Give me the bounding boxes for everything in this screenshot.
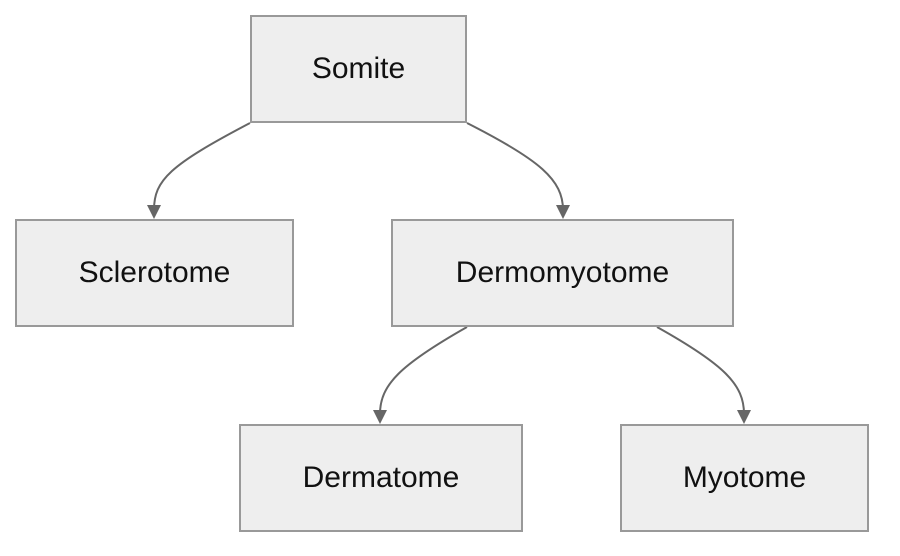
node-dermatome: Dermatome <box>239 424 523 532</box>
node-dermomyotome: Dermomyotome <box>391 219 734 327</box>
edge-somite-sclerotome <box>153 122 251 211</box>
node-somite-label: Somite <box>311 52 406 85</box>
node-myotome: Myotome <box>620 424 869 532</box>
arrowhead-sclerotome <box>147 205 161 219</box>
node-dermomyotome-label: Dermomyotome <box>455 256 670 289</box>
node-sclerotome: Sclerotome <box>15 219 294 327</box>
node-dermatome-label: Dermatome <box>302 461 460 494</box>
edge-dermomyotome-dermatome <box>379 326 468 415</box>
node-sclerotome-label: Sclerotome <box>78 256 231 289</box>
arrowhead-dermomyotome <box>556 205 570 219</box>
edge-dermomyotome-myotome <box>656 326 745 415</box>
edge-somite-dermomyotome <box>466 122 564 211</box>
arrowhead-myotome <box>737 410 751 424</box>
node-myotome-label: Myotome <box>682 461 807 494</box>
arrowhead-dermatome <box>373 410 387 424</box>
node-somite: Somite <box>250 15 467 123</box>
